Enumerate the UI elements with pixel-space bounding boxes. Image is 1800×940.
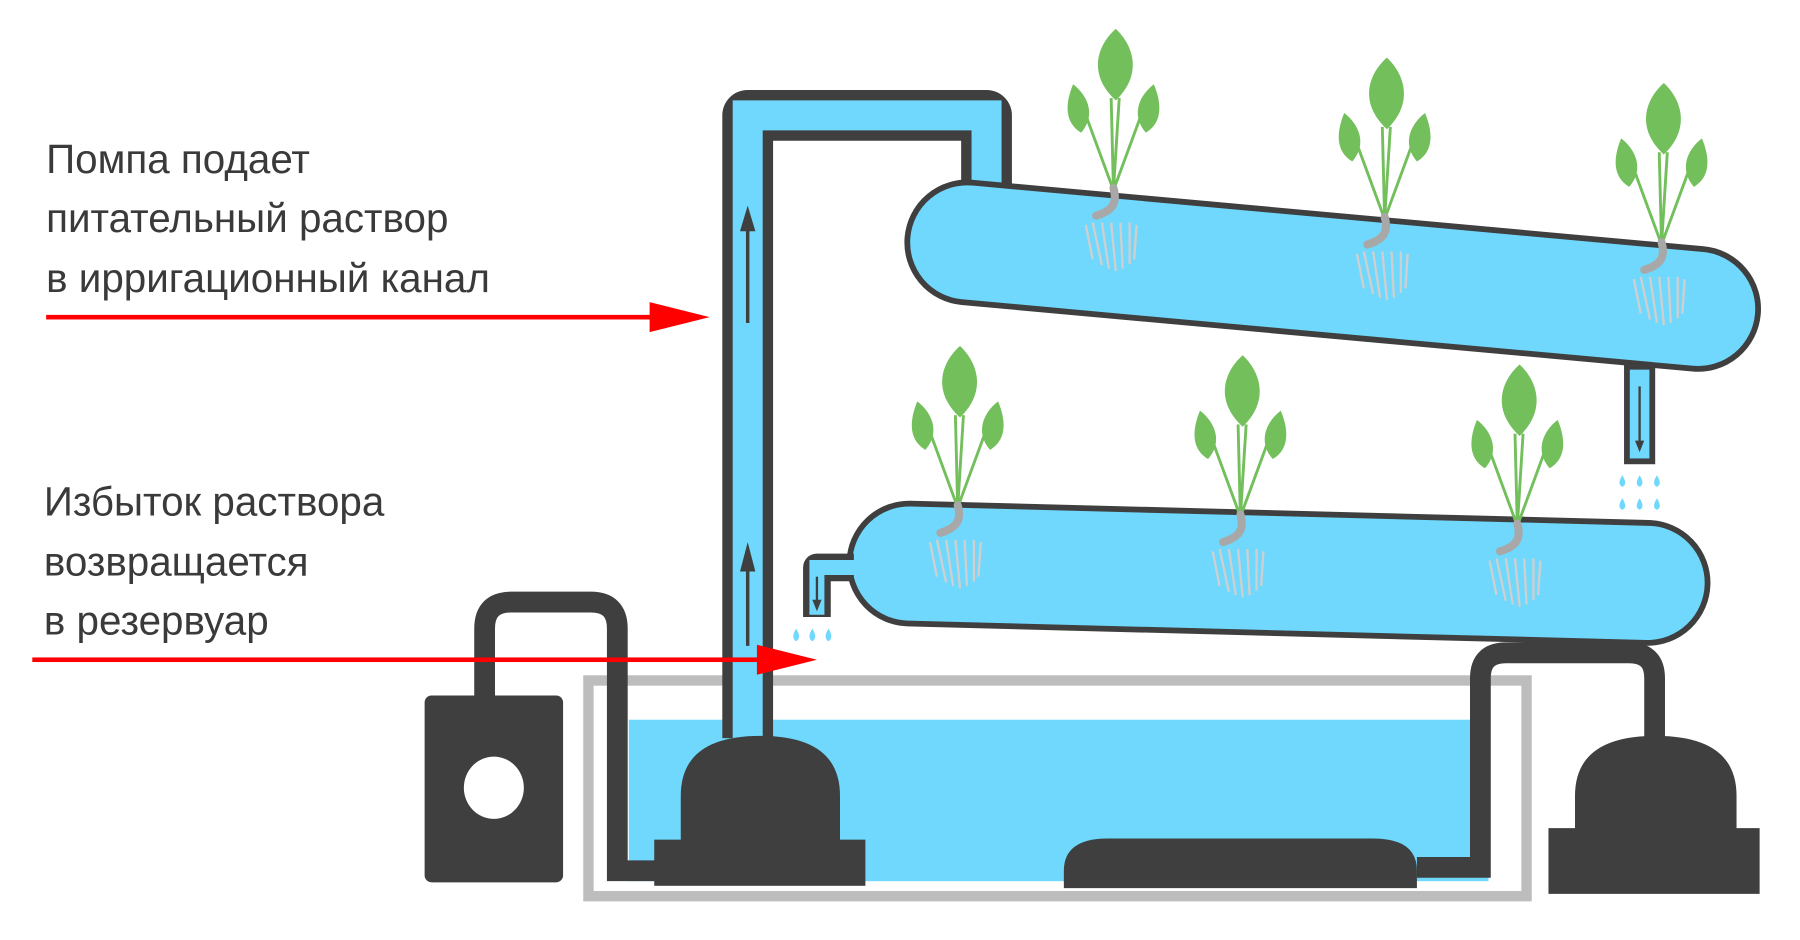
right-hose [1416,642,1665,878]
label-line: в ирригационный канал [46,255,490,301]
controller-dial [463,756,524,819]
water-drops-icon [793,628,832,642]
pointer-arrow-icon [46,302,710,333]
label-line: Избыток раствора [44,479,385,525]
air-stone [1063,838,1417,889]
upper-channel [904,179,1761,372]
lower-outlet-pipe [803,553,857,618]
flow-up-arrow-icon [739,205,756,646]
reservoir-frame [583,675,1532,902]
label-line: Помпа подает [46,136,310,182]
pointer-arrow-icon [32,644,817,675]
label-pump-feeds: Помпа подает питательный раствор в ирриг… [46,136,490,301]
upper-drain-pipe [1624,363,1656,465]
water-drops-icon [1619,475,1660,510]
label-line: питательный раствор [46,195,448,241]
air-pump [1548,735,1760,894]
label-line: в резервуар [44,597,269,643]
label-line: возвращается [44,539,309,585]
submersible-pump [654,735,866,886]
label-excess-returns: Избыток раствора возвращается в резервуа… [44,479,385,644]
left-hose [474,591,658,882]
lower-channel [846,500,1711,646]
